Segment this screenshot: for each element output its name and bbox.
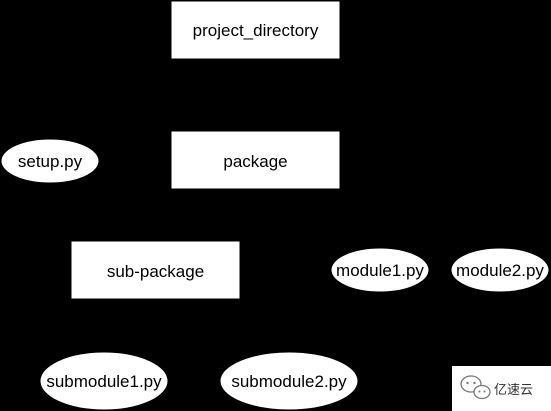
node-setup-py: setup.py bbox=[0, 138, 100, 184]
node-project-directory: project_directory bbox=[170, 0, 341, 60]
node-submodule2-py: submodule2.py bbox=[219, 351, 359, 411]
node-sub-package: sub-package bbox=[70, 240, 241, 300]
node-submodule1-py: submodule1.py bbox=[39, 351, 169, 411]
node-label: module2.py bbox=[456, 261, 544, 280]
watermark-text: 亿速云 bbox=[494, 383, 533, 398]
wechat-logo-icon bbox=[460, 375, 491, 400]
node-package: package bbox=[170, 130, 341, 190]
node-label: sub-package bbox=[107, 262, 204, 281]
node-label: submodule2.py bbox=[231, 372, 347, 391]
node-label: project_directory bbox=[193, 21, 319, 40]
node-module2-py: module2.py bbox=[450, 247, 550, 293]
node-label: submodule1.py bbox=[46, 372, 162, 391]
node-module1-py: module1.py bbox=[330, 247, 430, 293]
node-label: module1.py bbox=[336, 261, 424, 280]
node-label: package bbox=[223, 152, 287, 171]
watermark: 亿速云 bbox=[452, 366, 551, 411]
node-label: setup.py bbox=[18, 152, 83, 171]
